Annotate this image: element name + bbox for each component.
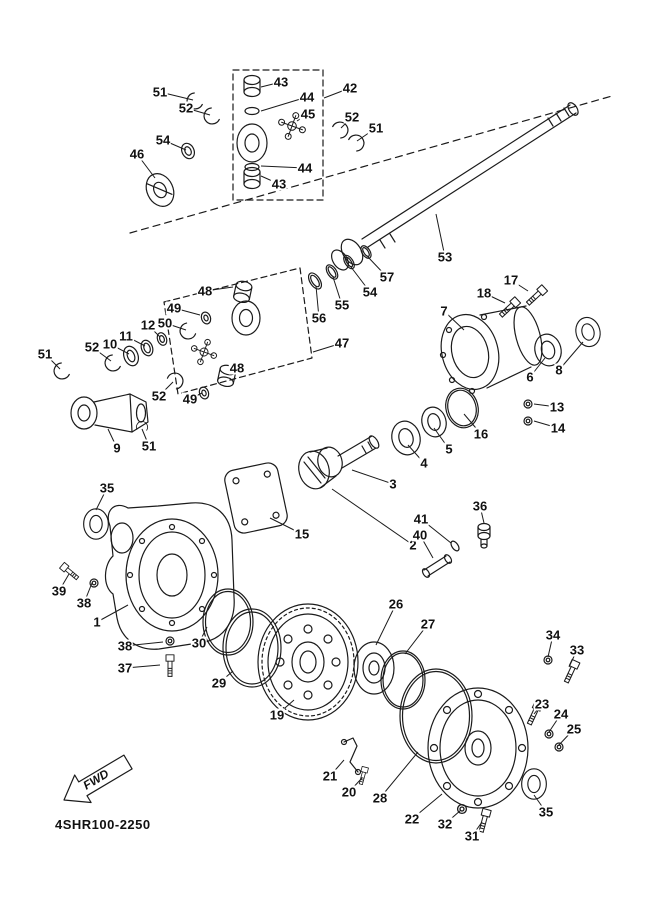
fwd-arrow: FWD xyxy=(63,754,133,804)
washer-38b xyxy=(165,636,175,646)
o-ring-27 xyxy=(380,650,426,710)
shim-30 xyxy=(202,588,254,656)
top-clips-and-washers xyxy=(180,91,368,160)
yoke-9 xyxy=(70,393,149,433)
drive-pinion-3 xyxy=(298,435,380,490)
ring-29 xyxy=(222,608,282,688)
rings-10-11-12-and-clips xyxy=(50,332,168,383)
damper-46 xyxy=(145,173,175,207)
drive-shaft-53 xyxy=(331,102,579,271)
shaft-rings-54-55-56-57 xyxy=(307,245,372,290)
washer-34 xyxy=(543,655,553,665)
oil-seal-8 xyxy=(572,314,604,350)
screw-20 xyxy=(357,765,369,786)
housing-1 xyxy=(104,502,235,650)
pin-41 xyxy=(450,540,460,552)
tube-40 xyxy=(421,554,453,578)
ujoint-kit-dashed-box xyxy=(232,69,324,201)
nut-25 xyxy=(554,742,564,752)
bearing-26 xyxy=(353,641,395,695)
part-code: 4SHR100-2250 xyxy=(55,817,151,832)
oil-seal-35b xyxy=(521,768,547,800)
bracket-21 xyxy=(340,737,362,776)
bearing-housing-7 xyxy=(439,305,543,395)
ujoint-lower-parts xyxy=(166,279,261,400)
bolt-17 xyxy=(524,284,549,308)
cover-22 xyxy=(427,687,529,809)
bolt-37 xyxy=(165,654,175,677)
nut-14 xyxy=(523,416,533,426)
ring-gear-19 xyxy=(257,603,359,721)
gasket-15 xyxy=(224,462,288,534)
ujoint-top-parts xyxy=(236,74,311,190)
bearing-4 xyxy=(391,420,421,456)
bearing-6 xyxy=(530,330,566,370)
washer-13 xyxy=(523,399,533,409)
breather-36 xyxy=(477,522,491,549)
bolt-31 xyxy=(476,807,492,834)
bearing-5 xyxy=(421,406,447,438)
fwd-label: FWD xyxy=(81,766,112,792)
bolt-39 xyxy=(59,561,81,582)
leader-lines xyxy=(44,81,584,837)
o-ring-16 xyxy=(445,387,479,429)
assembly-axis-dashed xyxy=(129,95,613,234)
ujoint-lower-dashed-box xyxy=(163,267,313,395)
oil-seal-35a xyxy=(83,508,109,540)
gasket-28 xyxy=(399,668,473,764)
